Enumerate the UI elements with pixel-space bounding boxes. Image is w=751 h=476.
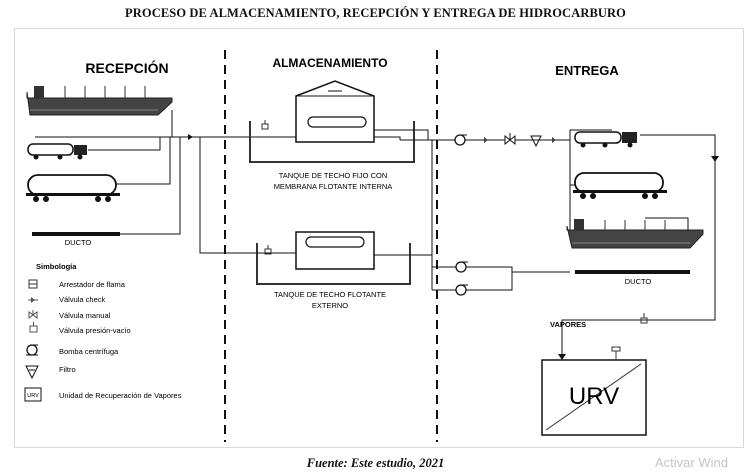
pressure-vacuum-valve-icon: [29, 322, 38, 333]
tanker-truck-icon: [574, 131, 637, 148]
flow-arrow-icon: [711, 156, 719, 162]
tank-floating-label-line2: EXTERNO: [312, 301, 348, 310]
duct-label-left: DUCTO: [65, 238, 92, 247]
legend-label-pv-valve: Válvula presión-vacío: [59, 326, 131, 335]
legend-label-flame-arrestor: Arrestador de flama: [59, 280, 126, 289]
rail-tank-car-icon: [26, 174, 120, 202]
pressure-vacuum-valve-icon: [640, 313, 648, 324]
rail-tank-car-icon: [573, 172, 667, 199]
manual-valve-icon: [28, 310, 38, 319]
flow-arrow-icon: [558, 354, 566, 360]
floating-roof-tank: [295, 231, 375, 270]
legend-label-check-valve: Válvula check: [59, 295, 106, 304]
reception-piping: [35, 110, 262, 254]
legend-label-urv: Unidad de Recuperación de Vapores: [59, 391, 182, 400]
floating-roof-containment: [256, 243, 411, 285]
check-valve-icon: [28, 297, 38, 303]
check-valve-icon: [552, 137, 556, 143]
tank-floating-label-line1: TANQUE DE TECHO FLOTANTE: [274, 290, 386, 299]
vapors-label: VAPORES: [550, 320, 586, 329]
figure-caption: Fuente: Este estudio, 2021: [306, 456, 445, 470]
centrifugal-pump-icon: [26, 344, 38, 356]
diagram-frame: [14, 28, 744, 448]
section-title-reception: RECEPCIÓN: [85, 59, 168, 76]
figure-title: PROCESO DE ALMACENAMIENTO, RECEPCIÓN Y E…: [125, 6, 626, 20]
centrifugal-pump-icon: [455, 284, 468, 296]
urv-unit: URV: [541, 346, 647, 436]
manual-valve-icon: [504, 133, 516, 146]
svg-text:URV: URV: [27, 393, 39, 399]
filter-icon: [25, 365, 39, 380]
section-title-delivery: ENTREGA: [555, 63, 619, 78]
check-valve-icon: [484, 137, 488, 143]
delivery-piping: [432, 129, 716, 358]
fixed-roof-tank: [295, 80, 375, 143]
legend-label-pump: Bomba centrífuga: [59, 347, 119, 356]
legend-title: Simbología: [36, 262, 77, 271]
filter-icon: [530, 135, 542, 148]
legend-label-manual-valve: Válvula manual: [59, 311, 111, 320]
duct-label-right: DUCTO: [625, 277, 652, 286]
flame-arrestor-icon: [28, 279, 38, 289]
fixed-roof-containment: [249, 121, 415, 163]
pressure-vacuum-valve-icon: [264, 245, 272, 255]
ship-icon: [26, 86, 173, 116]
centrifugal-pump-icon: [454, 134, 467, 146]
activation-watermark: Activar Wind: [655, 455, 728, 470]
storage-piping: [257, 129, 433, 290]
tank-fixed-label-line1: TANQUE DE TECHO FIJO CON: [279, 171, 387, 180]
urv-icon: URV: [24, 387, 42, 402]
centrifugal-pump-icon: [455, 261, 468, 273]
section-title-storage: ALMACENAMIENTO: [272, 56, 387, 70]
pressure-vacuum-valve-icon: [261, 120, 269, 130]
urv-label: URV: [569, 383, 619, 410]
legend-label-filter: Filtro: [59, 365, 76, 374]
tanker-truck-icon: [27, 143, 87, 160]
flow-arrow-icon: [188, 134, 193, 140]
ship-icon: [566, 219, 704, 249]
tank-fixed-label-line2: MEMBRANA FLOTANTE INTERNA: [274, 182, 393, 191]
